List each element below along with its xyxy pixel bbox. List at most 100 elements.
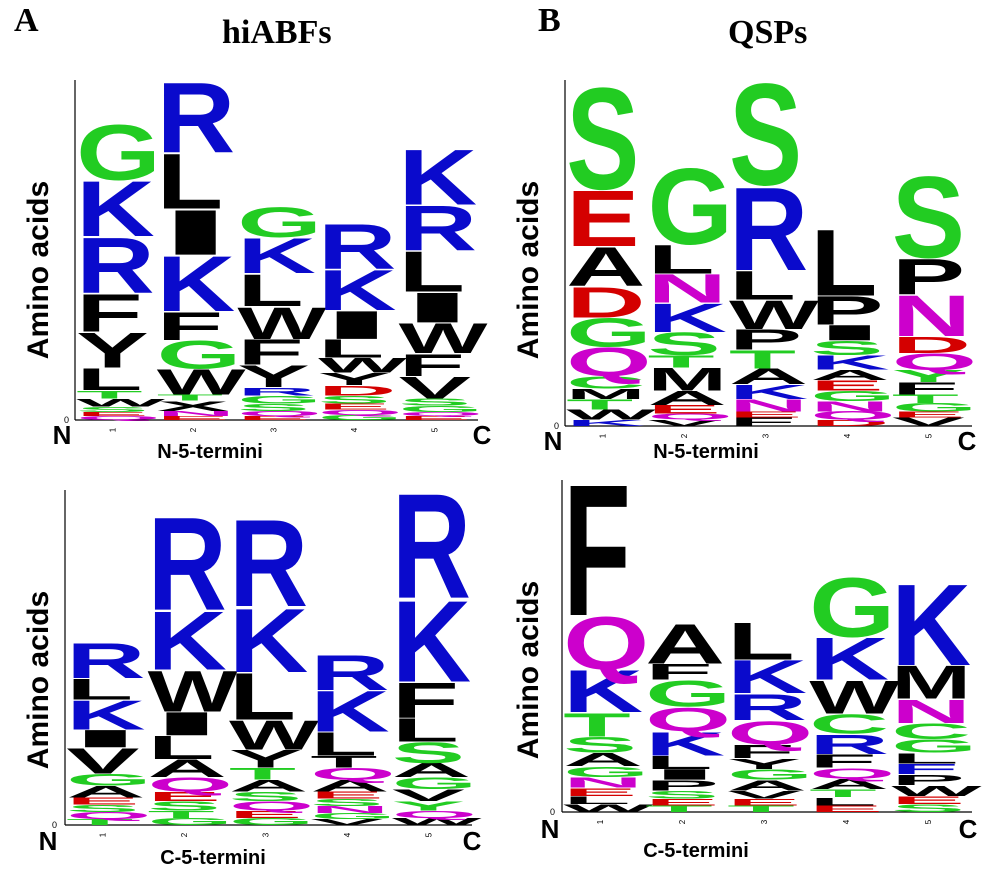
position-tick-5: 5 — [924, 819, 933, 824]
logo-letter-k: K — [148, 594, 227, 687]
logo-letter-p: P — [892, 249, 965, 305]
x-axis-label: C-5-termini — [160, 847, 266, 869]
position-tick-1: 1 — [99, 832, 108, 837]
logo-letter-k: K — [729, 381, 808, 404]
n-terminus-label: N — [544, 426, 563, 456]
logo-letter-f: F — [399, 348, 465, 383]
y-axis-label: Amino acids — [512, 581, 545, 759]
logo-letter-a: A — [66, 782, 145, 801]
logo-letter-k: K — [318, 259, 396, 323]
logo-letter-q: Q — [237, 409, 321, 417]
logo-letter-s: S — [729, 55, 802, 216]
logo-letter-n: N — [310, 804, 389, 815]
logo-letter-a: A — [310, 776, 389, 795]
logo-letter-m: M — [566, 386, 645, 402]
logo-letter-a: A — [645, 613, 725, 676]
logo-letter-n: N — [729, 396, 808, 416]
logo-letter-w: W — [148, 659, 238, 724]
panel-b-title: QSPs — [728, 14, 808, 51]
logo-letter-e: E — [810, 377, 883, 393]
panel-a-title: hiABFs — [222, 14, 332, 51]
logo-letter-n: N — [648, 266, 727, 312]
position-tick-4: 4 — [843, 433, 852, 438]
logo-letter-g: G — [392, 774, 477, 793]
logo-letter-e: E — [148, 789, 221, 804]
logo-letter-g: G — [727, 766, 813, 783]
n-terminus-label: N — [39, 826, 58, 856]
position-tick-5: 5 — [924, 433, 933, 438]
logo-letter-l: L — [645, 752, 712, 773]
c-terminus-label: C — [463, 826, 482, 856]
position-tick-3: 3 — [270, 427, 279, 432]
logo-letter-v: V — [892, 415, 965, 428]
logo-letter-l: L — [727, 613, 794, 671]
logo-letter-y: Y — [392, 799, 465, 814]
logo-letter-k: K — [809, 626, 889, 693]
logo-letter-k: K — [66, 692, 145, 739]
logo-letter-a: A — [148, 755, 227, 783]
logo-letter-a: A — [648, 387, 727, 410]
logo-letter-l: L — [157, 138, 223, 226]
logo-letter-g: G — [891, 736, 977, 757]
logo-letter-e: E — [237, 415, 309, 421]
x-axis-label: N-5-termini — [653, 441, 759, 463]
logo-letter-q: Q — [148, 774, 233, 796]
c-terminus-label: C — [959, 814, 978, 844]
logo-letter-w: W — [809, 671, 900, 723]
logo-letter-c: C — [566, 373, 645, 393]
logo-letter-t: T — [76, 388, 142, 401]
logo-letter-i: I — [66, 725, 144, 753]
logo-letter-q: Q — [76, 415, 160, 421]
logo-letter-v: V — [727, 788, 801, 801]
position-tick-5: 5 — [424, 832, 433, 837]
logo-letter-l: L — [729, 263, 796, 309]
logo-letter-t: T — [148, 809, 215, 820]
logo-letter-w: W — [563, 802, 654, 815]
logo-letter-a: A — [566, 236, 645, 298]
logo-letter-a: A — [729, 364, 808, 389]
logo-letter-d: D — [566, 278, 645, 327]
logo-letter-a: A — [809, 776, 889, 793]
logo-letter-n: N — [891, 693, 971, 731]
position-tick-2: 2 — [680, 433, 689, 438]
logo-letter-e: E — [891, 794, 965, 807]
logo-letter-k: K — [237, 228, 315, 284]
logo-letter-k: K — [810, 351, 889, 374]
logo-letter-q: Q — [566, 339, 651, 385]
logo-letter-t: T — [645, 804, 713, 815]
logo-letter-y: Y — [237, 359, 309, 394]
panel-b-label: B — [538, 2, 561, 39]
logo-letter-l: L — [809, 795, 876, 808]
logo-letter-s: S — [229, 789, 302, 804]
logo-letter-q: Q — [66, 810, 151, 821]
position-tick-2: 2 — [180, 832, 189, 837]
logo-letter-g: G — [648, 146, 733, 268]
logo-letter-e: E — [318, 402, 390, 412]
logo-letter-d: D — [810, 418, 889, 428]
logo-letter-w: W — [729, 292, 819, 338]
logo-letter-i: I — [645, 766, 724, 783]
logo-letter-v: V — [399, 370, 471, 405]
logo-letter-e: E — [399, 415, 471, 421]
logo-letter-v: V — [648, 418, 721, 428]
logo-letter-f: F — [809, 750, 876, 771]
y-axis-zero: 0 — [64, 415, 69, 425]
logo-letter-w: W — [566, 407, 657, 423]
logo-letter-q: Q — [563, 602, 649, 685]
logo-letter-k: K — [645, 725, 725, 763]
logo-letter-n: N — [892, 284, 971, 349]
position-tick-1: 1 — [108, 427, 117, 432]
logo-letter-f: F — [645, 659, 712, 684]
logo-letter-w: W — [157, 363, 247, 403]
logo-letter-r: R — [318, 211, 396, 283]
logo-letter-e: E — [645, 797, 719, 808]
logo-letter-e: E — [310, 790, 383, 801]
logo-letter-p: P — [729, 323, 802, 356]
y-axis-zero: 0 — [554, 421, 559, 431]
x-axis-label: C-5-termini — [643, 840, 749, 862]
